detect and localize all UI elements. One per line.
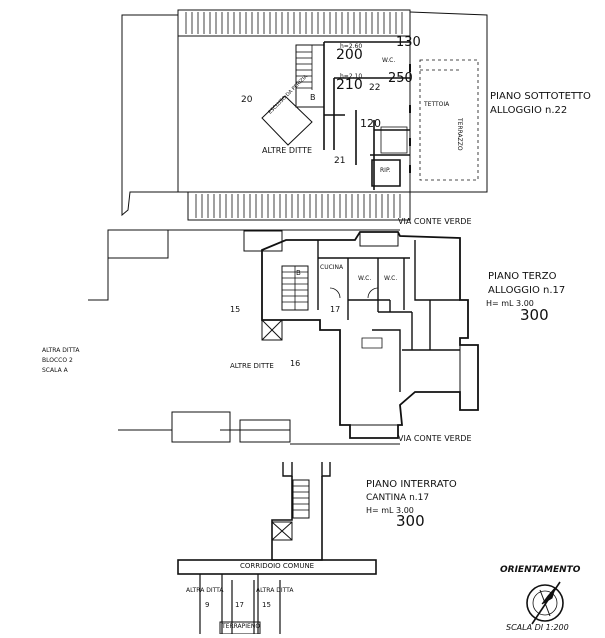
room-17-label: 17	[330, 305, 341, 314]
dim-120: 120	[360, 117, 381, 130]
street-bottom-label: VIA CONTE VERDE	[398, 434, 472, 443]
interrato-plan	[177, 462, 377, 635]
scale-label: SCALA DI 1:200	[506, 623, 569, 632]
attic-wc-label: W.C.	[382, 57, 396, 64]
altra-ditta-2: ALTRA DITTA	[256, 587, 294, 594]
terzo-title: PIANO TERZO	[488, 271, 557, 282]
interrato-unit: CANTINA n.17	[366, 493, 430, 503]
terzo-height-big: 300	[520, 306, 549, 324]
side-note-line1: ALTRA DITTA	[42, 347, 80, 354]
cell-9: 9	[205, 601, 210, 609]
roof-hatch-top	[185, 12, 403, 34]
sottotetto-other-units: ALTRE DITTE	[262, 146, 313, 155]
attic-height-top: h=2.60	[340, 43, 363, 50]
interrato-height-big: 300	[396, 512, 425, 530]
tettoia-label: TETTOIA	[424, 101, 450, 108]
compass-rose	[526, 581, 564, 625]
wc1-label: W.C.	[358, 275, 372, 282]
altra-ditta-1: ALTRA DITTA	[186, 587, 224, 594]
interrato-title: PIANO INTERRATO	[366, 479, 457, 490]
terrapieno-label: TERRAPIENO	[222, 623, 261, 630]
room-22-label: 22	[369, 83, 381, 93]
orientation-title: ORIENTAMENTO	[500, 565, 581, 575]
room-20-label: 20	[241, 95, 253, 105]
side-note-line3: SCALA A	[42, 367, 68, 374]
attic-height-mid: h=2.10	[340, 73, 363, 80]
dim-250: 250	[388, 71, 413, 86]
sottotetto-plan	[121, 9, 488, 221]
room-15-label: 15	[230, 305, 241, 314]
wc2-label: W.C.	[384, 275, 398, 282]
street-top-label: VIA CONTE VERDE	[398, 217, 472, 226]
corridor-label: CORRIDOIO COMUNE	[240, 562, 315, 570]
terzo-height: H= mL 3.00	[486, 299, 534, 308]
rip-label: RIP.	[380, 167, 391, 174]
terrazzo-label: TERRAZZO	[456, 118, 463, 151]
terzo-other-units: ALTRE DITTE	[230, 362, 274, 370]
dim-200: 200	[336, 47, 363, 63]
side-note-line2: BLOCCO 2	[42, 357, 73, 364]
terzo-unit: ALLOGGIO n.17	[488, 285, 566, 296]
room-16-label: 16	[290, 359, 301, 368]
terzo-stair-b-label: B	[296, 269, 301, 277]
sottotetto-title: PIANO SOTTOTETTO	[490, 91, 591, 102]
dim-210: 210	[336, 77, 363, 93]
roof-hatch-bottom	[195, 194, 401, 218]
cell-15: 15	[262, 601, 271, 609]
cell-17: 17	[235, 601, 244, 609]
dim-130: 130	[396, 35, 421, 50]
attic-stair-b-label: B	[310, 93, 316, 102]
sottotetto-unit: ALLOGGIO n.22	[490, 105, 568, 116]
room-21-label: 21	[334, 156, 346, 166]
terzo-plan	[88, 229, 479, 445]
interrato-height: H= mL 3.00	[366, 506, 414, 515]
kitchen-label: CUCINA	[320, 264, 344, 271]
